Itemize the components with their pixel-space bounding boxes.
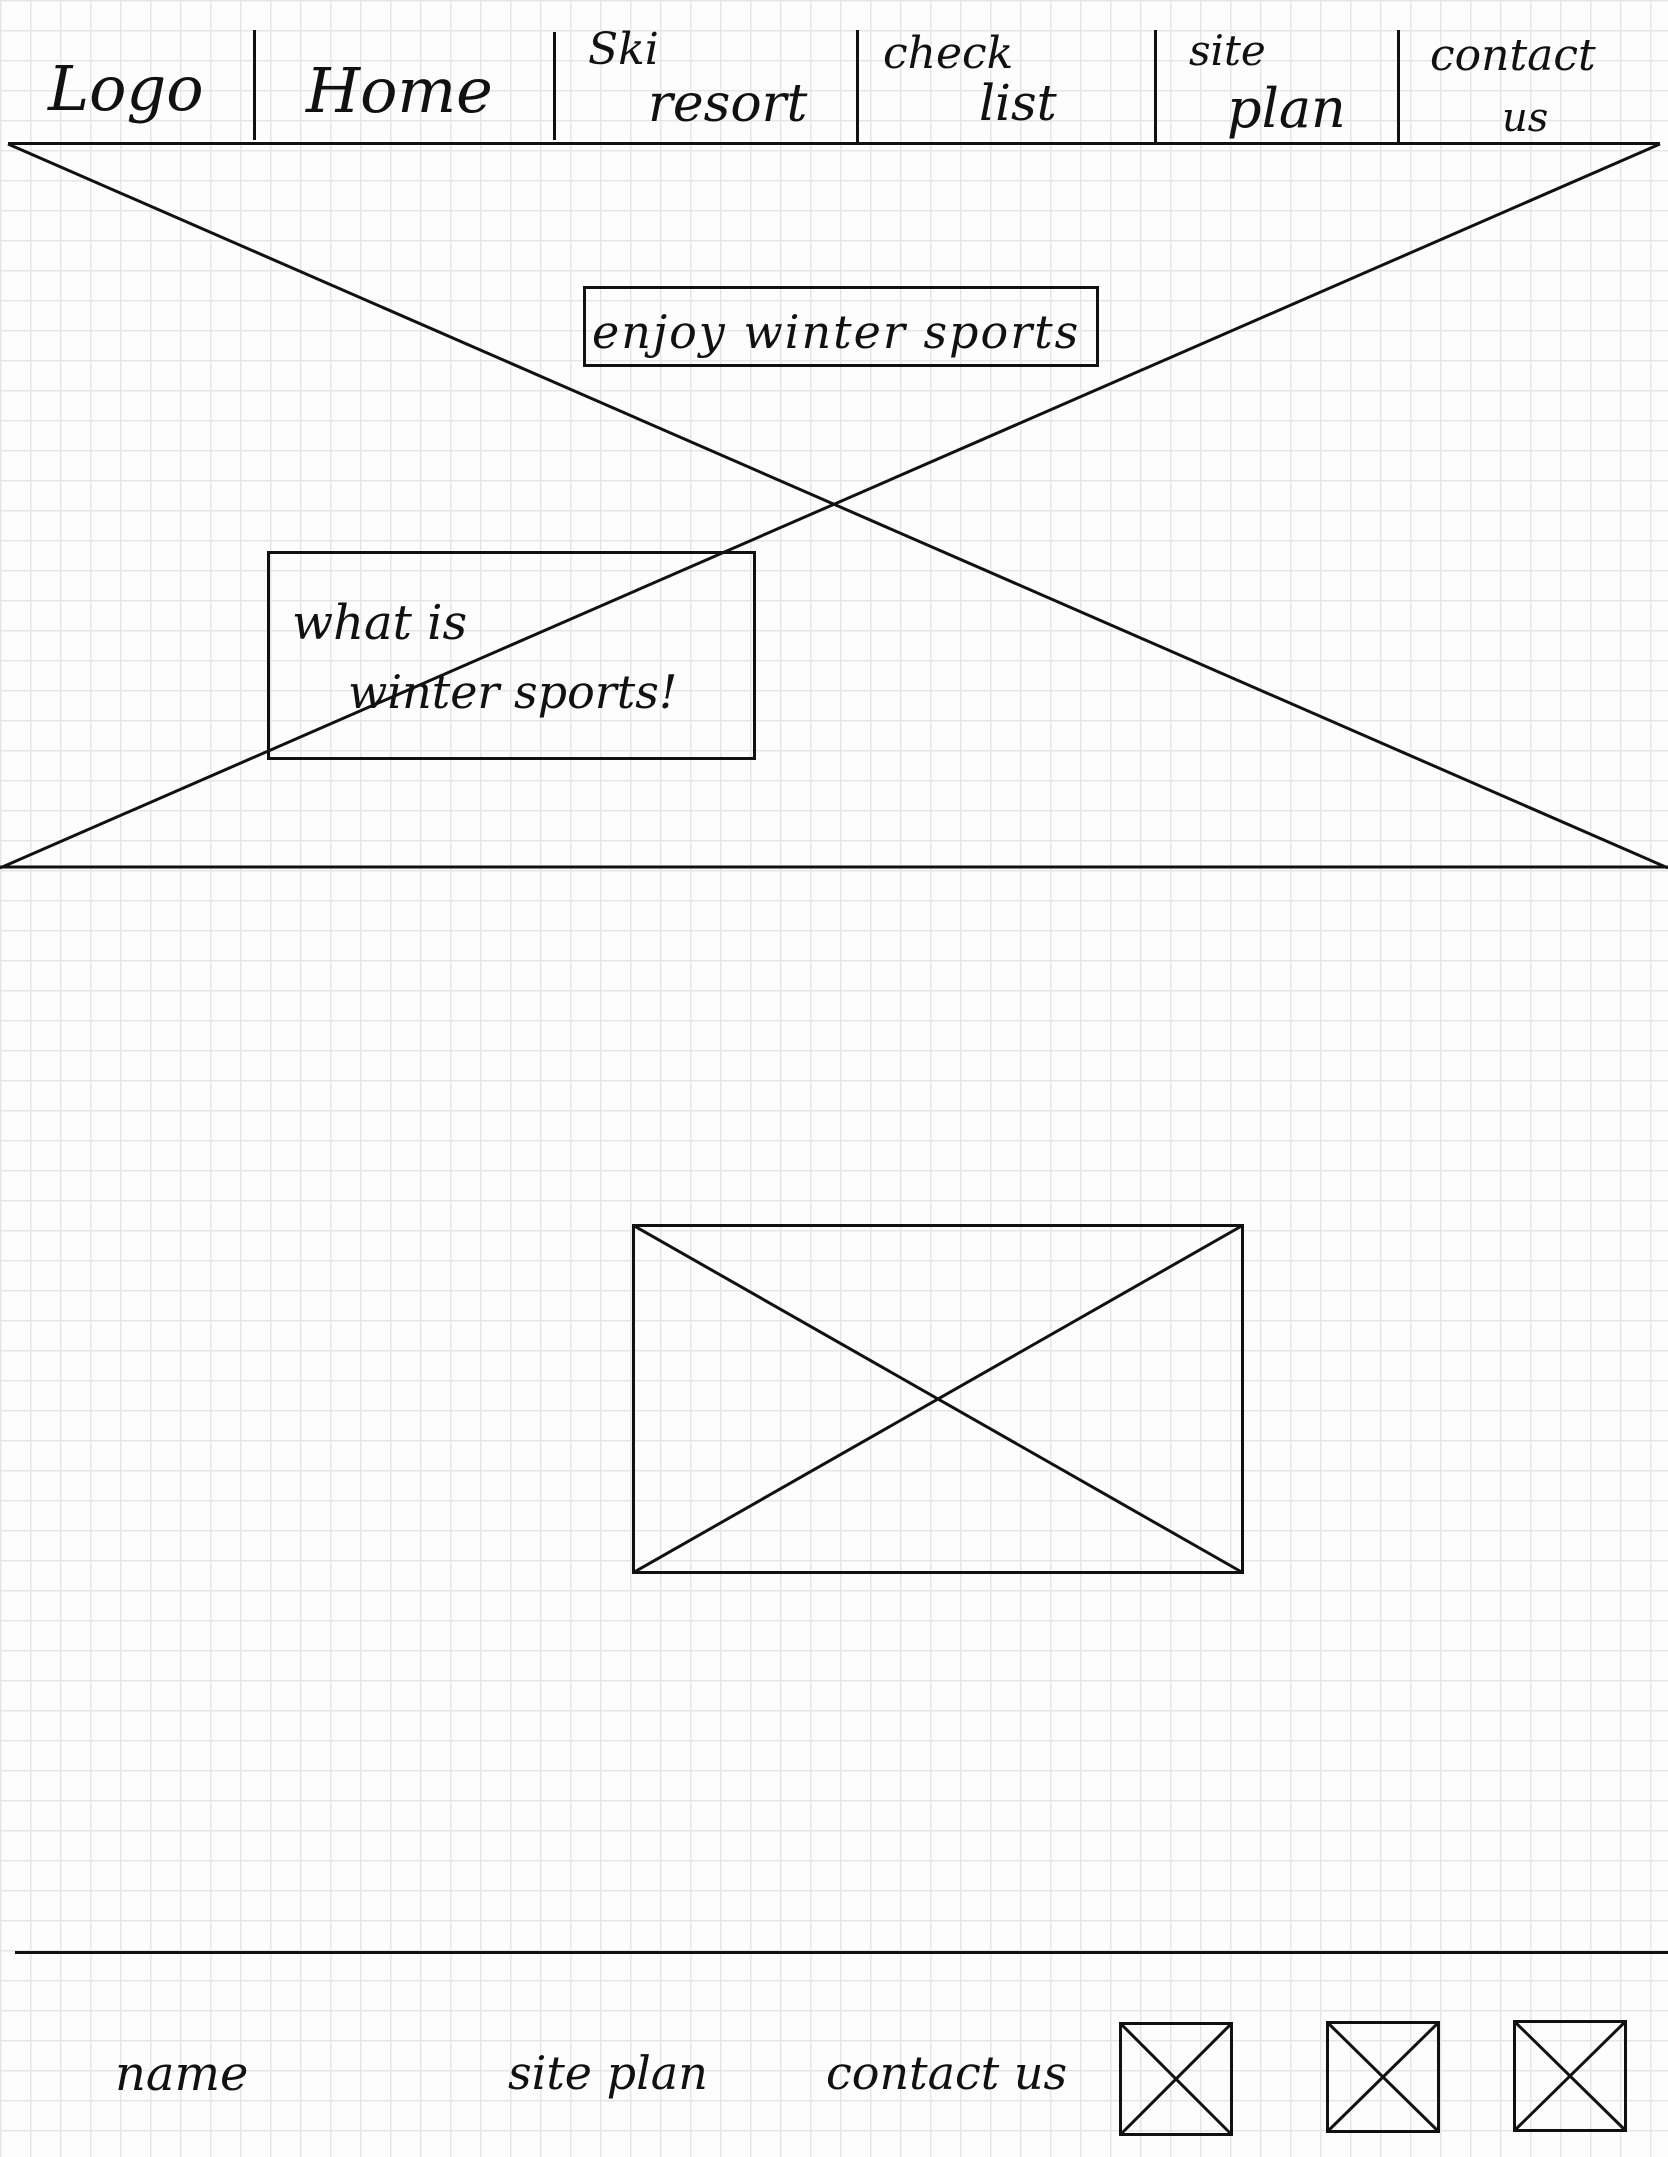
nav-item-label: site [1189, 26, 1266, 75]
logo[interactable]: Logo [48, 52, 204, 125]
nav-item-label: plan [1227, 77, 1346, 140]
nav-divider [253, 30, 256, 140]
social-icon-2[interactable] [1326, 2021, 1440, 2133]
nav-item-contact-us[interactable]: contact us [1402, 20, 1652, 140]
social-icon-3[interactable] [1513, 2020, 1627, 2132]
nav-item-label: check [883, 28, 1014, 79]
nav-item-ski-resort[interactable]: Ski resort [558, 20, 856, 140]
footer-contact-link[interactable]: contact us [826, 2046, 1068, 2100]
nav-divider [553, 32, 556, 140]
intro-image-placeholder [632, 1224, 1244, 1574]
nav-item-label: list [979, 74, 1057, 132]
nav-item-label: Home [306, 54, 493, 127]
nav-item-check-list[interactable]: check list [861, 20, 1155, 140]
intro-text-box: what is winter sports! [267, 551, 756, 760]
footer-top-rule [15, 1951, 1668, 1954]
nav-item-label: contact [1430, 30, 1596, 81]
hero-caption: enjoy winter sports [592, 305, 1081, 359]
footer-name: name [115, 2046, 249, 2102]
nav-item-label: Ski [588, 24, 659, 75]
nav-item-label: us [1502, 95, 1549, 141]
nav-divider [1154, 30, 1157, 142]
intro-heading-line2: winter sports! [348, 665, 678, 719]
nav-bottom-rule [8, 142, 1660, 145]
hero-caption-box: enjoy winter sports [583, 286, 1099, 367]
footer-site-plan-link[interactable]: site plan [508, 2046, 708, 2100]
nav-item-label: resort [648, 74, 808, 134]
social-icon-1[interactable] [1119, 2022, 1233, 2136]
hero-image-placeholder [0, 142, 1668, 870]
nav-item-site-plan[interactable]: site plan [1159, 20, 1397, 150]
intro-heading-line1: what is [292, 595, 468, 651]
nav-divider [856, 30, 859, 142]
nav-divider [1397, 30, 1400, 142]
nav-item-home[interactable]: Home [258, 20, 553, 140]
